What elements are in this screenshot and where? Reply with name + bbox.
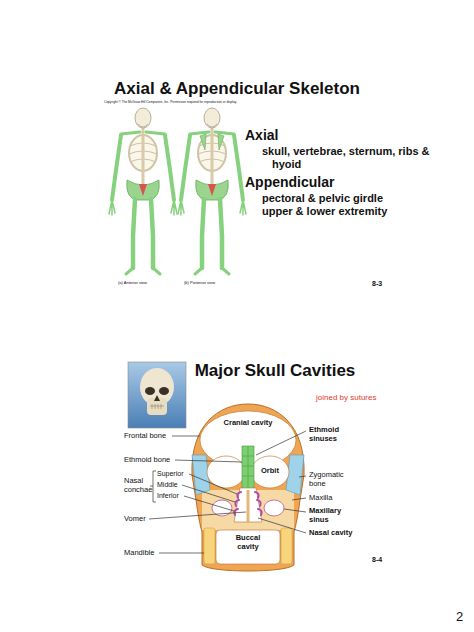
tooth-shape [204, 528, 215, 564]
ethmoid-shape [242, 446, 254, 490]
category-detail: skull, vertebrae, sternum, ribs & hyoid [262, 145, 432, 170]
posterior-skeleton [178, 108, 246, 274]
category-heading: Appendicular [245, 174, 334, 190]
cavity-label: Cranial cavity [224, 419, 273, 428]
leader-line [256, 431, 306, 455]
leader-line [172, 436, 200, 437]
leader-line [175, 460, 242, 462]
category-heading: Axial [245, 127, 278, 143]
category-detail: upper & lower extremity [262, 205, 387, 218]
slide-title: Axial & Appendicular Skeleton [114, 79, 360, 99]
buccal-cavity [216, 530, 280, 564]
note: joined by sutures [316, 393, 376, 402]
category-detail: pectoral & pelvic girdle [262, 192, 383, 205]
tooth-shape [281, 528, 292, 564]
leader-line [292, 498, 306, 500]
skull-photo-eye [145, 387, 155, 395]
part-label: Maxillary sinus [309, 507, 341, 524]
cavity-label: Buccal cavity [236, 534, 261, 551]
ethmoid-sinus-cells [242, 446, 254, 490]
leader-line [182, 485, 235, 502]
concha-label: Superior [157, 470, 183, 478]
leader-lines [149, 431, 306, 553]
vomer-shape [247, 490, 250, 522]
slide-number: 8-4 [372, 556, 382, 564]
slide-number: 8-3 [372, 280, 382, 288]
cavity-label: Orbit [261, 467, 279, 476]
part-label: Mandible [124, 549, 154, 558]
concha-shape [234, 492, 261, 515]
part-label: Vomer [124, 515, 146, 524]
concha-label: Middle [157, 481, 178, 489]
part-label: Nasal conchae [124, 477, 152, 494]
orbit-shape [251, 456, 289, 488]
skull-photo [128, 362, 186, 428]
anterior-skeleton [109, 108, 177, 274]
part-label: Zygomatic bone [309, 471, 344, 488]
leader-line [299, 476, 306, 477]
view-caption: (b) Posterior view [184, 281, 215, 286]
part-label: Frontal bone [124, 432, 166, 441]
part-label: Nasal cavity [309, 529, 352, 538]
view-caption: (a) Anterior view [118, 281, 147, 286]
part-label: Ethmoid sinuses [309, 426, 339, 443]
leader-line [258, 518, 306, 533]
leader-line [284, 509, 306, 512]
leader-line [189, 474, 237, 494]
leader-line [149, 512, 246, 519]
skull-photo-nose [154, 395, 160, 401]
copyright-note: Copyright © The McGraw-Hill Companies, I… [104, 101, 237, 105]
page-number: 2 [456, 610, 463, 625]
slide-title: Major Skull Cavities [195, 361, 356, 381]
concha-label: Inferior [157, 492, 179, 500]
leader-line [184, 496, 234, 511]
leader-line [159, 553, 204, 554]
part-label: Ethmoid bone [124, 456, 170, 465]
skull-photo-cranium [140, 368, 174, 406]
skull-photo-teeth [150, 404, 164, 409]
scapula-shape [200, 134, 224, 150]
maxillary-sinus-shape [264, 500, 284, 516]
skull-outline [192, 404, 304, 571]
skull-photo-eye [159, 387, 169, 395]
nasal-cavity-shape [234, 488, 262, 522]
part-label: Maxilla [309, 494, 332, 503]
